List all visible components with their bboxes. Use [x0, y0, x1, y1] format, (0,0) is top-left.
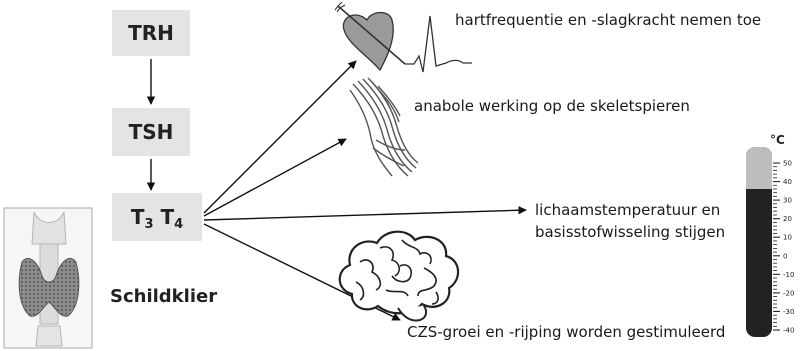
thyroid-image: [4, 208, 92, 348]
thermometer-tick-label: 10: [783, 234, 792, 242]
tsh-label: TSH: [129, 120, 174, 144]
arrow-to-heart: [204, 61, 356, 213]
thyroid-label: Schildklier: [110, 286, 217, 308]
thermometer-unit: °C: [770, 133, 785, 147]
brain-icon: [340, 232, 458, 321]
t4-subscript: 4: [174, 217, 183, 232]
thermometer-tick-label: 30: [783, 197, 792, 205]
thermometer-icon: 50 40 30 20 10 0 -10 -20 -30 -40: [746, 147, 794, 337]
effect-cns-label: CZS-groei en -rijping worden gestimuleer…: [407, 321, 725, 343]
thermometer-tick-label: -20: [783, 289, 794, 297]
effect-temperature-line-2: basisstofwisseling stijgen: [535, 221, 725, 243]
thermometer-scale: 50 40 30 20 10 0 -10 -20 -30 -40: [773, 160, 794, 335]
effect-temperature-label: lichaamstemperatuur en basisstofwisselin…: [535, 199, 725, 243]
trh-box: TRH: [112, 10, 190, 56]
effect-muscle-label: anabole werking op de skeletspieren: [414, 95, 690, 117]
arrow-to-muscle: [204, 139, 346, 216]
thermometer-tick-label: 50: [783, 160, 792, 168]
thermometer-tick-label: 0: [783, 252, 787, 260]
thermometer-tick-label: 20: [783, 215, 792, 223]
arrow-to-temperature: [204, 210, 526, 220]
t3-t4-box: T3 T4: [112, 193, 202, 241]
t4-label: T4: [160, 205, 183, 229]
thermometer-tick-label: 40: [783, 178, 792, 186]
tsh-box: TSH: [112, 108, 190, 156]
effect-temperature-line-1: lichaamstemperatuur en: [535, 199, 725, 221]
trh-label: TRH: [128, 21, 174, 45]
t3-subscript: 3: [144, 217, 153, 232]
muscle-icon: [350, 78, 418, 176]
effect-heart-label: hartfrequentie en -slagkracht nemen toe: [455, 9, 761, 31]
thermometer-tick-label: -30: [783, 308, 794, 316]
t3-label: T3: [131, 205, 154, 229]
thermometer-tick-label: -10: [783, 271, 794, 279]
thermometer-tick-label: -40: [783, 327, 794, 335]
